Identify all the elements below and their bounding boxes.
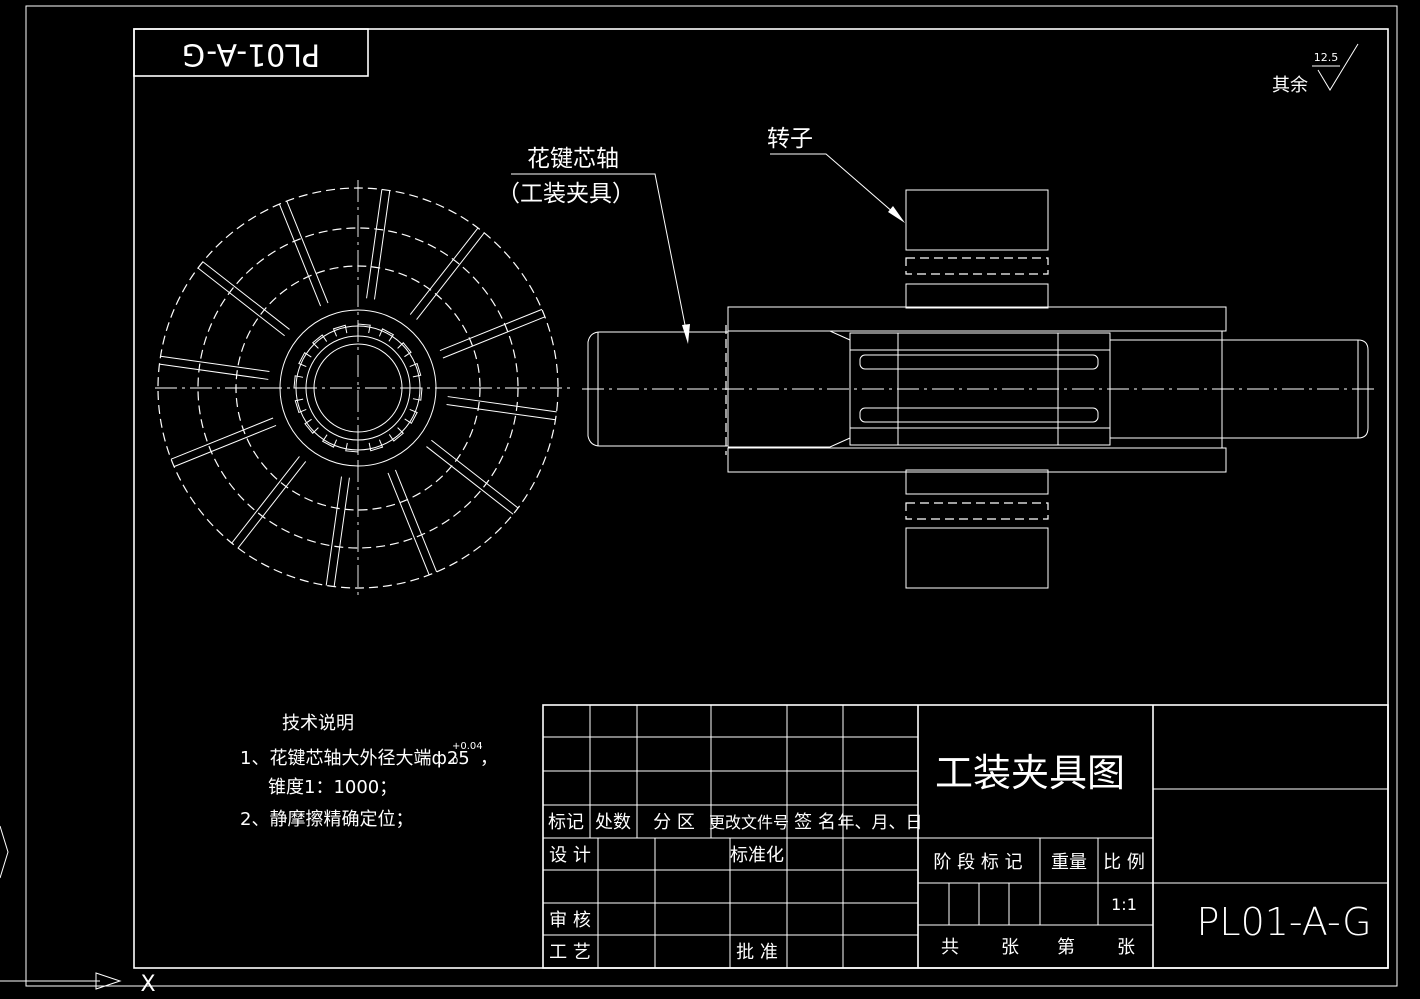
mandrel-label: 花键芯轴 bbox=[527, 146, 619, 172]
rotor-slot-line bbox=[373, 190, 391, 300]
standardization-label: 标准化 bbox=[730, 845, 784, 866]
header-change-doc: 更改文件号 bbox=[709, 813, 789, 832]
rotor-slot-line bbox=[442, 316, 546, 359]
mandrel-sub-label: （工装夹具） bbox=[497, 181, 635, 207]
rotor-slot-line bbox=[237, 461, 307, 549]
rotor-slot-line bbox=[439, 308, 543, 352]
approve-label: 批 准 bbox=[736, 942, 778, 963]
title-block: 工装夹具图 标记 处数 分 区 更改文件号 签 名 年、月、日 设 计 标准化 … bbox=[542, 704, 1389, 969]
rotor-slot-line bbox=[325, 476, 343, 586]
rotor-slot-line bbox=[173, 424, 277, 468]
rotor-slot-line bbox=[366, 189, 383, 299]
rotor-slot-line bbox=[159, 363, 269, 380]
roughness-symbol: 12.5 其余 bbox=[1272, 43, 1359, 96]
sheet-number-label: 第 bbox=[1057, 937, 1075, 958]
rotor-slot-line bbox=[286, 200, 329, 304]
axis-x-label: X bbox=[140, 972, 155, 997]
tech-note-1-end: ， bbox=[480, 748, 498, 769]
ucs-axis-icon: X bbox=[0, 825, 156, 997]
outer-border bbox=[25, 5, 1398, 987]
rotor-slot-line bbox=[160, 355, 270, 373]
tolerance-lower: 0 bbox=[452, 756, 458, 767]
rotor-slot-line bbox=[170, 417, 274, 460]
header-zone: 分 区 bbox=[653, 812, 695, 833]
weight-label: 重量 bbox=[1051, 852, 1087, 873]
review-label: 审 核 bbox=[549, 910, 591, 931]
rotor-slot-line bbox=[394, 469, 438, 573]
rotor-slot-line bbox=[447, 396, 557, 413]
rotor-end-view bbox=[155, 180, 575, 596]
header-mark: 标记 bbox=[548, 812, 584, 833]
header-date: 年、月、日 bbox=[838, 813, 923, 833]
rotor-slot-line bbox=[202, 261, 290, 330]
roughness-label: 其余 bbox=[1272, 75, 1308, 96]
rotor-slot-line bbox=[409, 227, 479, 315]
rotor-slot-line bbox=[387, 472, 430, 576]
sheet-unit-label: 张 bbox=[1117, 937, 1135, 958]
drawing-title: 工装夹具图 bbox=[935, 751, 1125, 795]
tech-note-3: 2、静摩擦精确定位； bbox=[240, 809, 413, 830]
rotor-slot-line bbox=[431, 439, 519, 509]
design-label: 设 计 bbox=[549, 845, 591, 866]
rotor-slot-line bbox=[197, 267, 285, 337]
tech-note-1: 1、花键芯轴大外径大端ф25 bbox=[240, 748, 470, 769]
sheets-unit-label: 张 bbox=[1001, 937, 1019, 958]
spline-teeth bbox=[293, 323, 423, 453]
header-signature: 签 名 bbox=[794, 812, 836, 833]
rotor-slot-line bbox=[426, 446, 514, 515]
mirrored-drawing-number: PL01-A-G bbox=[133, 28, 369, 77]
header-count: 处数 bbox=[595, 812, 631, 833]
rotor-slot-line bbox=[278, 203, 322, 307]
scale-label: 比 例 bbox=[1103, 852, 1145, 873]
drawing-code: PL01-A-G bbox=[1196, 900, 1371, 944]
tolerance-upper: +0.04 bbox=[452, 741, 483, 752]
rotor-label: 转子 bbox=[767, 126, 813, 152]
revision-headers: 标记 处数 分 区 更改文件号 签 名 年、月、日 bbox=[548, 812, 923, 833]
roughness-value: 12.5 bbox=[1314, 51, 1339, 64]
sheets-total-label: 共 bbox=[941, 937, 959, 958]
process-label: 工 艺 bbox=[549, 942, 591, 963]
technical-notes: 技术说明 1、花键芯轴大外径大端ф25 +0.04 0 ， 锥度1：1000； … bbox=[240, 713, 498, 830]
mirrored-drawing-number-text: PL01-A-G bbox=[182, 37, 320, 72]
tech-notes-title: 技术说明 bbox=[282, 713, 354, 734]
stage-mark-label: 阶 段 标 记 bbox=[933, 852, 1022, 873]
rotor-slot-line bbox=[231, 456, 300, 544]
rotor-slot-line bbox=[333, 477, 350, 587]
rotor-callout: 转子 bbox=[767, 126, 905, 223]
mandrel-callout: 花键芯轴 （工装夹具） bbox=[497, 146, 690, 344]
rotor-slot-line bbox=[416, 232, 485, 320]
section-view bbox=[582, 189, 1378, 589]
scale-value: 1:1 bbox=[1111, 895, 1137, 914]
tech-note-2: 锥度1：1000； bbox=[268, 777, 397, 798]
rotor-slot-line bbox=[446, 403, 556, 421]
